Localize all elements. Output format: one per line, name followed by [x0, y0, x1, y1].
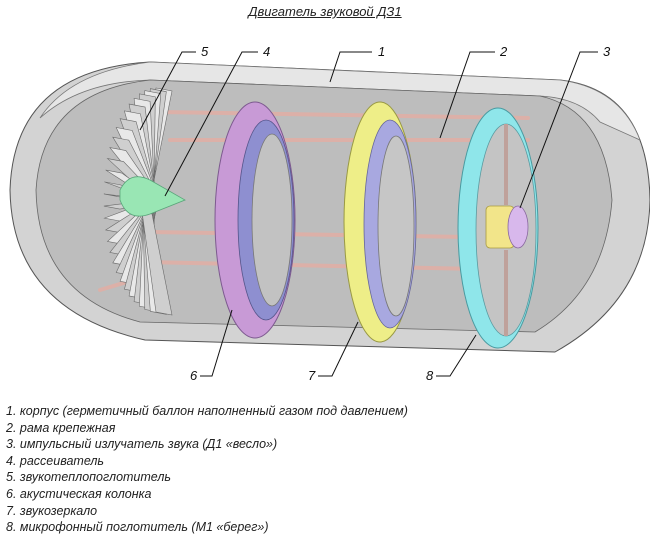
- callout-leaders: [139, 51, 598, 377]
- callout-7: 7: [308, 368, 316, 383]
- acoustic-column: [214, 101, 296, 339]
- diagram-title: Двигатель звуковой ДЗ1: [248, 4, 402, 19]
- impulse-sound-emitter: [485, 205, 529, 249]
- callout-1: 1: [378, 44, 385, 59]
- legend-item: 3. импульсный излучатель звука (Д1 «весл…: [6, 437, 278, 452]
- diffuser: [119, 176, 186, 217]
- legend-item: 2. рама крепежная: [6, 420, 116, 435]
- legend-item: 5. звукотеплопоглотитель: [6, 470, 171, 485]
- callout-labels: 1 2 3 4 5 6 7 8: [190, 44, 611, 383]
- leader-3: [519, 51, 598, 209]
- legend-item: 1. корпус (герметичный баллон наполненны…: [6, 404, 408, 418]
- legend-item: 8. микрофонный поглотитель (М1 «берег»): [6, 520, 269, 535]
- callout-2: 2: [499, 44, 508, 59]
- sound-mirror-bore: [377, 135, 415, 317]
- callout-4: 4: [263, 44, 270, 59]
- callout-3: 3: [603, 44, 611, 59]
- legend-item: 4. рассеиватель: [6, 453, 104, 468]
- frame-rod-top: [158, 110, 530, 120]
- sound-mirror: [343, 101, 417, 343]
- leader-5: [139, 51, 196, 131]
- leader-4: [164, 51, 258, 197]
- legend-item: 7. звукозеркало: [6, 503, 98, 518]
- callout-8: 8: [426, 368, 434, 383]
- leader-8: [436, 334, 477, 377]
- leader-6: [200, 309, 233, 377]
- callout-5: 5: [201, 44, 209, 59]
- acoustic-column-bore: [251, 133, 293, 307]
- leader-2: [439, 51, 495, 139]
- callout-6: 6: [190, 368, 198, 383]
- legend-list: 1. корпус (герметичный баллон наполненны…: [6, 403, 408, 536]
- engine-diagram: 1 2 3 4 5 6 7 8: [9, 44, 650, 383]
- legend-item: 6. акустическая колонка: [6, 486, 152, 501]
- leader-1: [329, 51, 372, 83]
- leader-7: [318, 321, 359, 377]
- emitter-face: [507, 205, 529, 249]
- hull: [9, 61, 650, 353]
